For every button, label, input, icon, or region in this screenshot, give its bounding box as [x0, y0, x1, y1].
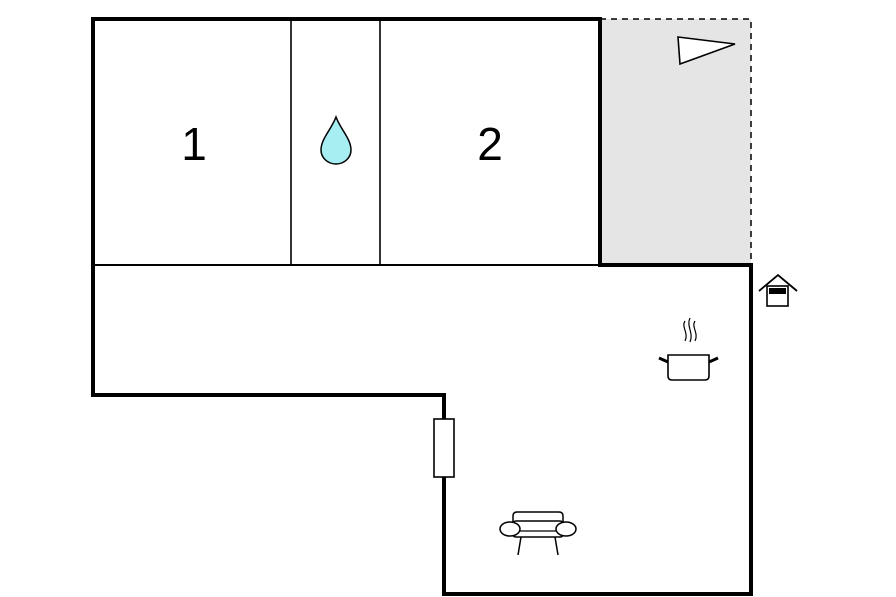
terrace-area — [600, 19, 751, 265]
terrace-triangle-icon — [677, 36, 736, 66]
terrace — [600, 18, 752, 265]
upper-wall — [91, 17, 751, 267]
room-label-2: 2 — [477, 118, 503, 170]
room-label-1: 1 — [181, 118, 207, 170]
water-drop-icon — [320, 114, 352, 165]
cooking-pot-icon — [658, 317, 719, 381]
outer-walls — [91, 17, 753, 596]
house-entrance-icon — [758, 273, 798, 307]
lower-wall — [91, 263, 753, 596]
sofa-icon — [499, 511, 577, 556]
inner-walls — [93, 19, 600, 266]
radiator-icon — [433, 418, 455, 478]
